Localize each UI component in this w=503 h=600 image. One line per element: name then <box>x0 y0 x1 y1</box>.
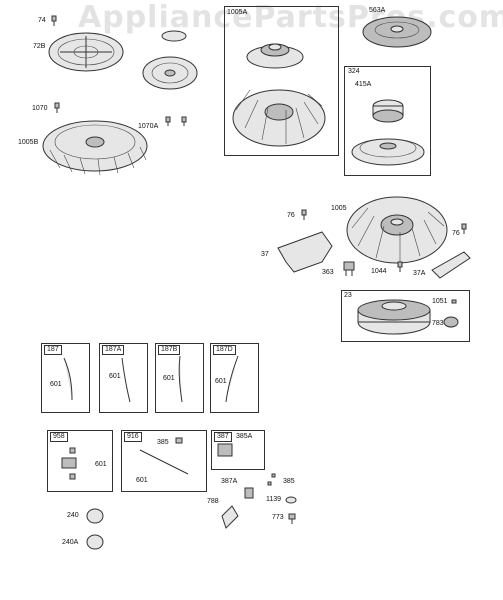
screw-1044-icon[interactable] <box>397 261 403 272</box>
box-387[interactable]: 387 <box>211 430 265 470</box>
screw-76-left-icon[interactable] <box>301 209 307 220</box>
callout-788: 788 <box>207 498 219 505</box>
box-label-187: 187 <box>44 345 62 355</box>
callout-1051: 1051 <box>432 298 448 305</box>
callout-1070: 1070 <box>32 105 48 112</box>
line-916-icon[interactable] <box>139 449 189 475</box>
key-1051-icon[interactable] <box>451 299 457 304</box>
bracket-788-icon[interactable] <box>221 505 239 529</box>
line-601-b-icon[interactable] <box>121 357 131 403</box>
screw-74-icon[interactable] <box>51 15 57 26</box>
box-187a[interactable]: 187A <box>99 343 148 413</box>
valve-387-icon[interactable] <box>217 443 233 457</box>
callout-385-a: 385 <box>157 439 169 446</box>
shield-37a-icon[interactable] <box>431 251 471 279</box>
callout-23: 23 <box>344 292 352 299</box>
clamp-958-icon[interactable] <box>61 447 77 480</box>
box-187b[interactable]: 187B <box>155 343 204 413</box>
callout-601-f: 601 <box>136 477 148 484</box>
callout-76-right: 76 <box>452 230 460 237</box>
callout-1070a: 1070A <box>138 123 159 130</box>
box-324 <box>344 66 431 176</box>
box-958[interactable]: 958 <box>47 430 113 492</box>
callout-72b: 72B <box>33 43 46 50</box>
screw-773-icon[interactable] <box>288 513 296 524</box>
callout-74: 74 <box>38 17 46 24</box>
nut-783-icon[interactable] <box>443 316 459 328</box>
flywheel-1005a-icon[interactable] <box>232 43 326 147</box>
callout-601-b: 601 <box>109 373 121 380</box>
filter-240-icon[interactable] <box>86 508 104 524</box>
callout-1005a: 1005A <box>227 9 248 16</box>
box-label-916: 916 <box>124 432 142 442</box>
box-187d[interactable]: 187D <box>210 343 259 413</box>
box-label-387: 387 <box>214 432 232 442</box>
callout-601-e: 601 <box>95 461 107 468</box>
washer-1139-icon[interactable] <box>285 496 297 504</box>
screen-563a-icon[interactable] <box>362 16 432 48</box>
cap-part-icon[interactable] <box>161 30 187 42</box>
callout-363: 363 <box>322 269 334 276</box>
callout-1005: 1005 <box>331 205 347 212</box>
callout-240: 240 <box>67 512 79 519</box>
box-916[interactable]: 916 <box>121 430 207 492</box>
callout-37: 37 <box>261 251 269 258</box>
callout-601-a: 601 <box>50 381 62 388</box>
screw-1070-icon[interactable] <box>54 102 60 113</box>
box-label-187d: 187D <box>213 345 236 355</box>
rotating-screen-icon[interactable] <box>142 56 198 90</box>
callout-1005b: 1005B <box>18 139 39 146</box>
fan-1005-icon[interactable] <box>346 196 448 264</box>
box-label-958: 958 <box>50 432 68 442</box>
box-187[interactable]: 187 <box>41 343 90 413</box>
callout-37a: 37A <box>413 270 426 277</box>
box-23 <box>341 290 470 342</box>
line-601-c-icon[interactable] <box>178 355 183 403</box>
line-601-a-icon[interactable] <box>63 357 73 401</box>
flywheel-23-icon[interactable] <box>357 299 431 335</box>
callout-324: 324 <box>348 68 360 75</box>
callout-601-d: 601 <box>215 378 227 385</box>
callout-783: 783 <box>432 320 444 327</box>
grille-72b-icon[interactable] <box>48 32 124 72</box>
callout-240a: 240A <box>62 539 79 546</box>
callout-601-c: 601 <box>163 375 175 382</box>
screw-76-right-icon[interactable] <box>461 223 467 234</box>
box-label-187a: 187A <box>102 345 125 355</box>
fan-1005b-icon[interactable] <box>42 120 148 176</box>
line-601-d-icon[interactable] <box>225 355 239 403</box>
callout-76-left: 76 <box>287 212 295 219</box>
callout-773: 773 <box>272 514 284 521</box>
cup-324-icon[interactable] <box>351 99 425 166</box>
box-label-187b: 187B <box>158 345 181 355</box>
callout-1044: 1044 <box>371 268 387 275</box>
callout-385a: 385A <box>236 433 253 440</box>
terminal-363-icon[interactable] <box>343 261 355 276</box>
box-1005a <box>224 6 339 156</box>
filter-240a-icon[interactable] <box>86 534 104 550</box>
callout-415a: 415A <box>355 81 372 88</box>
callout-563a: 563A <box>369 7 386 14</box>
part-387a-icon[interactable] <box>244 487 254 499</box>
shield-37-icon[interactable] <box>277 231 333 273</box>
callout-385-b: 385 <box>283 478 295 485</box>
callout-387a: 387A <box>221 478 238 485</box>
clip-385-icon[interactable] <box>175 437 183 444</box>
callout-1139: 1139 <box>266 496 282 503</box>
screw-385-icon[interactable] <box>267 473 276 486</box>
screw-1070a-icon[interactable] <box>165 116 187 126</box>
